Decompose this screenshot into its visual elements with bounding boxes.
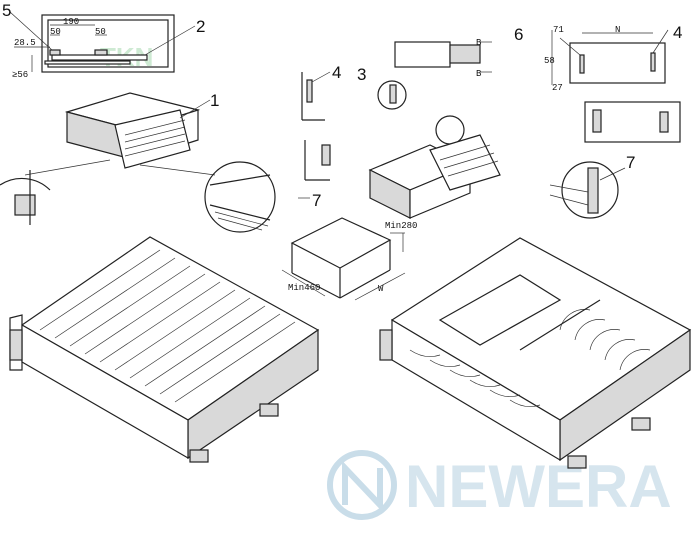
dim-27: 27 <box>552 83 563 93</box>
dim-b-bottom: B <box>476 69 482 79</box>
dim-min-460: Min460 <box>288 283 320 293</box>
drawer-with-mat <box>9 236 320 463</box>
runner-detail-circle <box>204 161 276 233</box>
minimum-cabinet-box <box>281 217 406 301</box>
dim-n: N <box>615 25 620 35</box>
callout-5: 5 <box>2 1 11 20</box>
drawer-with-dish-rack <box>379 237 692 469</box>
cabinet-with-drawer <box>24 92 216 176</box>
dim-50-left: 50 <box>50 27 61 37</box>
cabinet-section-detail <box>9 11 196 73</box>
dim-190: 190 <box>63 17 79 27</box>
callout-4-middle: 4 <box>332 63 341 82</box>
dim-min-280: Min280 <box>385 221 417 231</box>
bracket-detail-7 <box>298 140 331 199</box>
callout-3: 3 <box>357 65 366 84</box>
runner-detail-left <box>0 170 51 225</box>
newera-logo <box>327 450 397 520</box>
callout-4-right: 4 <box>673 23 682 42</box>
callout-2: 2 <box>196 17 205 36</box>
callout-7-left: 7 <box>312 191 321 210</box>
bracket-detail-4 <box>301 71 331 121</box>
dim-58: 58 <box>544 56 555 66</box>
cabinet-plan-view <box>551 29 669 85</box>
runner-side-view <box>394 41 492 73</box>
dim-50-right: 50 <box>95 27 106 37</box>
dim-71: 71 <box>553 25 564 35</box>
dim-28-5: 28.5 <box>14 38 36 48</box>
dim-w: W <box>378 284 384 294</box>
dim-b-top: B <box>476 38 482 48</box>
callout-6: 6 <box>514 25 523 44</box>
bracket-detail-right <box>549 101 681 219</box>
callout-1: 1 <box>210 91 219 110</box>
callout-7-right: 7 <box>626 153 635 172</box>
cabinet-with-drawer-right <box>368 80 501 219</box>
dim-min-56: ≥56 <box>12 70 28 80</box>
brand-watermark: NEWERA <box>405 453 672 520</box>
